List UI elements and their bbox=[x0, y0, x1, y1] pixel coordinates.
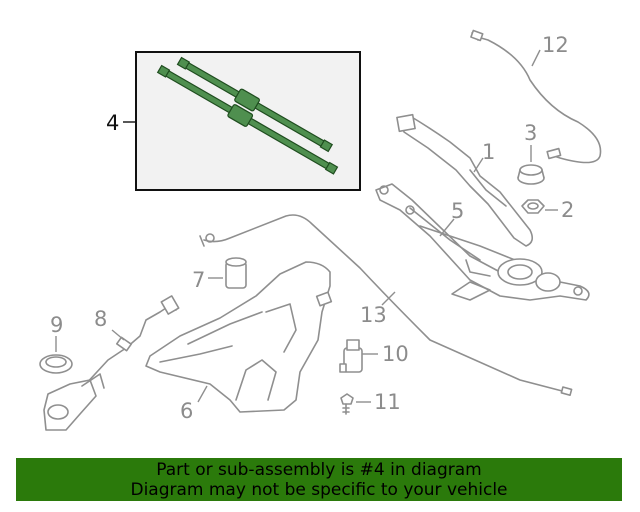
callout-13-leader bbox=[381, 291, 396, 306]
callout-8-leader bbox=[111, 329, 125, 341]
part-7-filler-cap[interactable] bbox=[225, 257, 247, 289]
callout-4: 4 bbox=[106, 111, 119, 135]
part-2-nut[interactable] bbox=[521, 199, 545, 214]
info-banner: Part or sub-assembly is #4 in diagram Di… bbox=[16, 458, 622, 501]
callout-1-leader bbox=[473, 157, 484, 173]
part-3-cap[interactable] bbox=[517, 164, 545, 185]
callout-1: 1 bbox=[482, 140, 495, 164]
callout-2: 2 bbox=[561, 198, 574, 222]
callout-8: 8 bbox=[94, 307, 107, 331]
parts-diagram: 4 12 3 2 1 bbox=[39, 29, 602, 431]
banner-line-1: Part or sub-assembly is #4 in diagram bbox=[156, 460, 482, 480]
part-11-screw[interactable] bbox=[340, 393, 354, 415]
washer-nozzle-body[interactable] bbox=[43, 373, 105, 431]
part-6-washer-reservoir[interactable] bbox=[145, 261, 333, 413]
callout-12: 12 bbox=[542, 33, 569, 57]
part-9-grommet[interactable] bbox=[39, 354, 73, 374]
callout-13: 13 bbox=[360, 303, 387, 327]
part-1-wiper-arm[interactable] bbox=[396, 113, 534, 247]
callout-5-leader bbox=[439, 218, 455, 237]
callout-6: 6 bbox=[180, 399, 193, 423]
part-10-washer-pump[interactable] bbox=[339, 339, 363, 373]
part-8-hose-assembly[interactable] bbox=[83, 295, 180, 387]
callout-7: 7 bbox=[192, 268, 205, 292]
part-5-wiper-linkage-motor[interactable] bbox=[375, 183, 590, 301]
callout-3: 3 bbox=[524, 121, 537, 145]
part-12-washer-hose[interactable] bbox=[470, 29, 602, 164]
part-4-wiper-blades[interactable] bbox=[135, 51, 361, 191]
callout-6-leader bbox=[197, 385, 208, 403]
callout-9: 9 bbox=[50, 313, 63, 337]
banner-line-2: Diagram may not be specific to your vehi… bbox=[130, 480, 508, 500]
callout-10: 10 bbox=[382, 342, 409, 366]
callout-12-leader bbox=[531, 49, 541, 67]
callout-5: 5 bbox=[451, 199, 464, 223]
callout-11: 11 bbox=[374, 390, 401, 414]
part-13-washer-hose[interactable] bbox=[199, 214, 573, 396]
